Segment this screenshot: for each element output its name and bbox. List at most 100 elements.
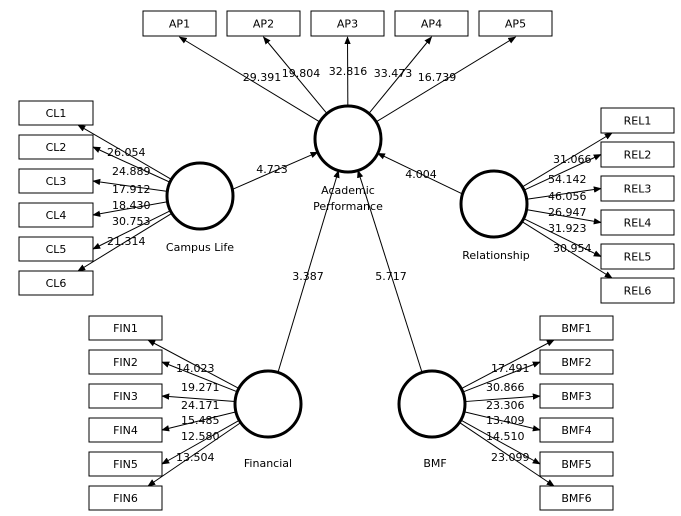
- academic-performance-label-line2: Performance: [313, 200, 383, 213]
- weight-bmf6: 23.099: [491, 451, 530, 464]
- indicator-rel6-label: REL6: [624, 285, 652, 298]
- indicator-cl3-label: CL3: [46, 175, 67, 188]
- edge-bmf4: [463, 411, 541, 432]
- weight-ap4: 33.473: [374, 67, 413, 80]
- indicator-bmf4-box: [539, 417, 614, 443]
- indicator-ap3-box: [310, 10, 385, 37]
- indicator-ap4-box: [394, 10, 469, 37]
- edge-ap5: [375, 36, 517, 123]
- indicator-rel1-box: [600, 107, 675, 134]
- path-financial-to-ap: [277, 169, 340, 373]
- weight-cl5: 30.753: [112, 215, 151, 228]
- indicator-ap5-box: [478, 10, 553, 37]
- edge-rel1: [522, 132, 613, 188]
- edge-rel6: [521, 221, 613, 279]
- edge-ap2: [262, 36, 328, 114]
- weight-fin4: 15.485: [181, 414, 220, 427]
- weight-fin2: 19.271: [181, 381, 220, 394]
- edge-bmf2: [462, 361, 541, 393]
- indicator-rel2-box: [600, 141, 675, 168]
- edge-cl3: [92, 178, 168, 192]
- indicator-cl6-label: CL6: [46, 277, 67, 290]
- indicator-ap3-label: AP3: [337, 18, 358, 31]
- indicator-cl3-box: [18, 168, 94, 194]
- edge-cl2: [92, 146, 171, 183]
- weight-bmf4: 13.409: [486, 414, 525, 427]
- weight-ap5: 16.739: [418, 71, 457, 84]
- indicator-bmf2-label: BMF2: [561, 356, 591, 369]
- weight-fin6: 13.504: [176, 451, 215, 464]
- edge-fin4: [161, 411, 237, 432]
- edge-fin3: [161, 393, 236, 403]
- indicator-bmf3-box: [539, 383, 614, 409]
- indicator-ap1-label: AP1: [169, 18, 190, 31]
- weight-ap3: 32.816: [329, 65, 368, 78]
- path-campus-life-to-ap: [232, 151, 319, 190]
- weight-fin3: 24.171: [181, 399, 220, 412]
- indicator-bmf5-label: BMF5: [561, 458, 591, 471]
- weight-ap2: 19.804: [282, 67, 321, 80]
- indicator-cl5-box: [18, 236, 94, 262]
- indicator-bmf1-box: [539, 315, 614, 341]
- edges-layer: [77, 36, 613, 487]
- edge-fin5: [161, 419, 240, 465]
- weight-cl4: 18.430: [112, 199, 151, 212]
- indicator-cl6-box: [18, 270, 94, 296]
- edge-bmf1: [460, 339, 555, 390]
- indicator-fin2-box: [88, 349, 163, 375]
- weight-bmf5: 14.510: [486, 430, 525, 443]
- weight-bmf2: 30.866: [486, 381, 525, 394]
- indicator-rel3-box: [600, 175, 675, 202]
- weight-cl2: 24.889: [112, 165, 151, 178]
- weight-rel6: 30.954: [553, 242, 592, 255]
- edge-fin1: [147, 339, 240, 389]
- indicator-cl4-box: [18, 202, 94, 228]
- indicator-cl1-box: [18, 100, 94, 126]
- path-weight-campus-life: 4.723: [256, 163, 288, 176]
- edge-rel3: [526, 186, 602, 200]
- indicator-bmf3-label: BMF3: [561, 390, 591, 403]
- weight-bmf1: 17.491: [491, 362, 530, 375]
- weight-rel4: 26.947: [548, 206, 587, 219]
- bmf-label: BMF: [423, 457, 446, 470]
- construct-academic-performance-circle: [313, 104, 383, 174]
- indicator-ap5-label: AP5: [505, 18, 526, 31]
- indicator-ap2-box: [226, 10, 301, 37]
- nodes-layer: [18, 10, 675, 511]
- weight-rel5: 31.923: [548, 222, 587, 235]
- edge-rel5: [523, 218, 602, 257]
- indicator-cl5-label: CL5: [46, 243, 67, 256]
- edge-ap1: [178, 36, 321, 123]
- indicator-rel5-box: [600, 243, 675, 270]
- edge-cl4: [92, 201, 168, 217]
- indicator-cl1-label: CL1: [46, 107, 67, 120]
- indicator-rel4-box: [600, 209, 675, 236]
- weight-fin1: 14.023: [176, 362, 215, 375]
- indicator-rel5-label: REL5: [624, 251, 652, 264]
- indicator-rel2-label: REL2: [624, 149, 652, 162]
- indicator-fin5-label: FIN5: [113, 458, 138, 471]
- indicator-cl2-label: CL2: [46, 141, 67, 154]
- indicator-fin4-box: [88, 417, 163, 443]
- weight-rel1: 31.066: [553, 153, 592, 166]
- indicator-ap4-label: AP4: [421, 18, 442, 31]
- indicator-cl2-box: [18, 134, 94, 160]
- indicator-fin6-label: FIN6: [113, 492, 138, 505]
- indicator-fin3-label: FIN3: [113, 390, 138, 403]
- construct-financial-circle: [233, 369, 303, 439]
- indicator-bmf1-label: BMF1: [561, 322, 591, 335]
- indicator-fin5-box: [88, 451, 163, 477]
- path-weight-bmf: 5.717: [375, 270, 407, 283]
- indicator-bmf6-label: BMF6: [561, 492, 591, 505]
- academic-performance-label-line1: Academic: [321, 184, 375, 197]
- edge-rel4: [526, 209, 602, 225]
- path-relationship-to-ap: [377, 152, 463, 195]
- indicator-fin3-box: [88, 383, 163, 409]
- indicator-ap1-box: [142, 10, 217, 37]
- financial-label: Financial: [244, 457, 292, 470]
- path-weight-relationship: 4.004: [405, 168, 437, 181]
- indicator-cl4-label: CL4: [46, 209, 67, 222]
- indicator-bmf6-box: [539, 485, 614, 511]
